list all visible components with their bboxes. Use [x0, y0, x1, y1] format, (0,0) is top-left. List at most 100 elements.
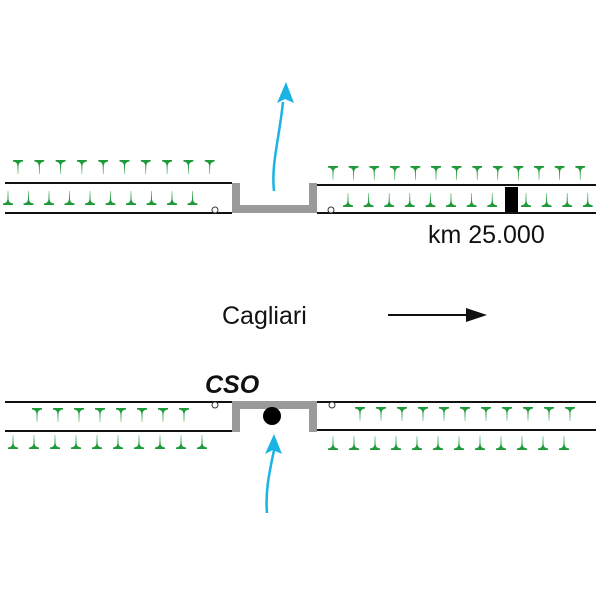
arrowhead-icon — [277, 82, 294, 103]
vegetation-icon — [517, 436, 527, 450]
cso-outlet-dot — [263, 407, 281, 425]
vegetation-icon — [575, 166, 586, 180]
direction-arrow-icon — [466, 308, 487, 322]
vegetation-icon — [167, 191, 177, 205]
vegetation-icon — [349, 436, 359, 450]
vegetation-icon — [404, 193, 415, 207]
vegetation-icon — [451, 166, 462, 180]
top-road-section: km 25.000 — [3, 82, 596, 249]
manhole-icon — [328, 401, 336, 409]
vegetation-icon — [158, 408, 168, 422]
vegetation-icon — [126, 191, 136, 205]
vegetation-icon — [439, 407, 449, 421]
flow-arrow-incoming — [265, 434, 282, 514]
vegetation-icon — [116, 408, 126, 422]
vegetation-icon — [397, 407, 407, 421]
vegetation-icon — [29, 435, 39, 449]
vegetation-row-top-right-upper — [328, 166, 586, 180]
vegetation-icon — [44, 191, 54, 205]
vegetation-icon — [431, 166, 441, 180]
vegetation-icon — [197, 435, 207, 449]
vegetation-icon — [105, 191, 116, 205]
vegetation-icon — [13, 160, 23, 174]
vegetation-icon — [410, 166, 421, 180]
vegetation-icon — [113, 435, 123, 449]
vegetation-icon — [446, 193, 456, 207]
direction-label: Cagliari — [222, 302, 307, 330]
vegetation-icon — [370, 436, 380, 450]
vegetation-icon — [481, 407, 491, 421]
vegetation-icon — [562, 193, 573, 207]
vegetation-icon — [183, 160, 194, 174]
vegetation-row-top-left-lower — [3, 191, 198, 205]
vegetation-icon — [140, 160, 151, 174]
direction-indicator: Cagliari — [222, 302, 487, 330]
vegetation-icon — [521, 193, 531, 207]
vegetation-icon — [23, 191, 34, 205]
vegetation-icon — [534, 166, 544, 180]
manhole-icon — [327, 206, 335, 214]
arrowhead-icon — [265, 434, 282, 454]
vegetation-icon — [348, 166, 359, 180]
vegetation-icon — [76, 160, 87, 174]
vegetation-icon — [460, 407, 470, 421]
vegetation-icon — [134, 435, 144, 449]
vegetation-icon — [32, 408, 42, 422]
flow-arrow-outgoing — [272, 82, 294, 192]
vegetation-icon — [433, 436, 443, 450]
manhole-icon — [211, 401, 219, 409]
vegetation-icon — [418, 407, 428, 421]
vegetation-icon — [204, 160, 215, 174]
vegetation-icon — [162, 160, 173, 174]
vegetation-icon — [155, 435, 165, 449]
vegetation-icon — [582, 193, 593, 207]
vegetation-icon — [363, 193, 374, 207]
vegetation-row-bottom-right-inner — [355, 407, 575, 421]
vegetation-icon — [176, 435, 186, 449]
vegetation-icon — [425, 193, 436, 207]
vegetation-icon — [391, 436, 401, 450]
vegetation-icon — [8, 435, 18, 449]
vegetation-row-bottom-left-inner — [32, 408, 189, 422]
vegetation-icon — [3, 191, 13, 205]
vegetation-icon — [544, 407, 554, 421]
bottom-road-section: CSO — [5, 371, 596, 514]
vegetation-icon — [64, 191, 75, 205]
vegetation-row-bottom-right-outer — [328, 436, 569, 450]
vegetation-icon — [523, 407, 533, 421]
vegetation-icon — [487, 193, 498, 207]
vegetation-icon — [492, 166, 503, 180]
manhole-icon — [211, 206, 219, 214]
vegetation-icon — [343, 193, 353, 207]
vegetation-icon — [119, 160, 130, 174]
vegetation-icon — [55, 160, 66, 174]
vegetation-icon — [74, 408, 84, 422]
culvert-structure-top — [232, 183, 317, 213]
vegetation-icon — [95, 408, 105, 422]
vegetation-icon — [146, 191, 157, 205]
vegetation-row-bottom-left-outer — [8, 435, 207, 449]
vegetation-icon — [541, 193, 552, 207]
vegetation-icon — [472, 166, 483, 180]
vegetation-icon — [98, 160, 109, 174]
vegetation-icon — [328, 166, 338, 180]
vegetation-icon — [179, 408, 189, 422]
vegetation-icon — [53, 408, 63, 422]
km-marker-label: km 25.000 — [428, 221, 545, 249]
vegetation-icon — [34, 160, 45, 174]
vegetation-icon — [466, 193, 477, 207]
vegetation-icon — [328, 436, 338, 450]
vegetation-icon — [85, 191, 95, 205]
vegetation-icon — [369, 166, 380, 180]
vegetation-icon — [554, 166, 565, 180]
vegetation-icon — [475, 436, 485, 450]
vegetation-row-top-right-lower — [343, 193, 593, 207]
km-marker — [505, 187, 518, 212]
vegetation-icon — [538, 436, 548, 450]
vegetation-icon — [412, 436, 422, 450]
vegetation-icon — [137, 408, 147, 422]
vegetation-icon — [496, 436, 506, 450]
vegetation-icon — [565, 407, 575, 421]
vegetation-icon — [389, 166, 400, 180]
vegetation-icon — [384, 193, 395, 207]
